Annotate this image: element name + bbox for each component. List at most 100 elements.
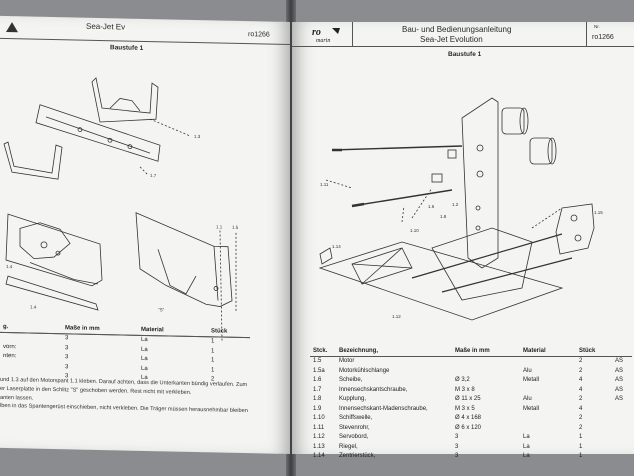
boat-logo-icon (6, 22, 18, 33)
table-cell (520, 385, 576, 395)
table-cell: 3 (455, 453, 459, 460)
svg-text:marin: marin (316, 38, 330, 44)
table-cell (612, 442, 632, 452)
table-cell (520, 356, 576, 366)
table-cell: Metall (523, 377, 540, 384)
table-cell: Ø 3,2 (455, 377, 470, 384)
table-cell: 1 (579, 434, 583, 441)
right-assembly-drawing: 1.11 1.6 1.10 1.2 1.8 1.15 1.14 1.12 (318, 97, 603, 321)
table-cell: Motorkühlschlange (339, 367, 390, 374)
left-label-1: 1.3 (194, 134, 201, 139)
table-cell: Kupplung, (339, 396, 367, 403)
table-cell (612, 404, 632, 414)
table-cell: 4 (579, 405, 583, 412)
right-parts-table: Stck. Bezeichnung, Maße in mm Material S… (310, 346, 632, 461)
left-page: Sea-Jet Ev ro1266 Baustufe 1 (0, 15, 290, 455)
ro-marin-logo-icon: ro marin (312, 27, 340, 44)
right-label-4: 1.2 (452, 202, 459, 207)
left-label-6: 1.4 (30, 305, 37, 310)
table-cell: Stevenrohr, (339, 424, 370, 431)
svg-text:ro: ro (312, 27, 321, 38)
table-cell: AS (615, 377, 624, 384)
table-cell: AS (615, 396, 624, 403)
left-label-4: 1.5 (232, 225, 239, 230)
table-cell: La (523, 443, 530, 450)
table-cell: AS (615, 367, 624, 374)
table-cell: 2 (579, 415, 583, 422)
table-cell: 1 (579, 443, 583, 450)
right-label-7: 1.14 (332, 244, 341, 249)
table-cell: 1.13 (313, 443, 325, 450)
right-col-header: Bezeichnung, (336, 346, 452, 357)
right-label-1: 1.11 (320, 182, 329, 187)
table-cell: AS (615, 386, 624, 393)
table-cell (452, 366, 520, 376)
right-col-header: Maße in mm (452, 346, 520, 357)
table-cell: Innensechskantschraube, (339, 386, 408, 393)
left-label-7: "S" (158, 307, 165, 312)
table-cell: AS (615, 358, 624, 365)
table-cell (520, 414, 576, 424)
right-label-6: 1.15 (594, 210, 603, 215)
right-header-title-line1: Bau- und Bedienungsanleitung (402, 25, 512, 34)
table-cell: Scheibe, (339, 377, 363, 384)
table-cell: M 3 x 8 (455, 386, 475, 393)
left-logo-mark (4, 20, 20, 34)
table-cell: 2 (579, 358, 583, 365)
table-cell: 1.12 (313, 434, 325, 441)
left-assembly-drawing: 1.3 1.7 1.1 1.5 1.4 1.4 "S" (3, 77, 239, 341)
right-header-title-line2: Sea-Jet Evolution (420, 35, 483, 44)
table-cell: 1.14 (313, 453, 325, 460)
right-header-nr: ro1266 (592, 34, 614, 41)
table-cell: M 3 x 5 (455, 405, 475, 412)
table-cell: Ø 4 x 168 (455, 415, 482, 422)
right-logo: ro marin (310, 24, 346, 44)
table-cell: 1.9 (313, 405, 322, 412)
table-cell: 1.6 (313, 377, 322, 384)
right-label-5: 1.8 (440, 214, 447, 219)
left-instructions: und 1.3 auf den Motorspant 1.1 kleben. D… (0, 376, 290, 417)
right-table-header-row: Stck. Bezeichnung, Maße in mm Material S… (310, 346, 632, 357)
right-header: ro marin Bau- und Bedienungsanleitung Se… (292, 22, 634, 47)
table-cell: Alu (523, 367, 532, 374)
right-label-2: 1.6 (428, 204, 435, 209)
table-cell: Schiffswelle, (339, 415, 373, 422)
table-cell: 1.5a (313, 367, 325, 374)
table-row: 1.13 Riegel, 3 La 1 (310, 442, 632, 452)
table-cell: Servobord, (339, 434, 369, 441)
table-cell: 1 (579, 453, 583, 460)
table-cell: 1.5 (313, 358, 322, 365)
table-cell: Riegel, (339, 443, 358, 450)
table-cell (612, 414, 632, 424)
table-cell: 3 (455, 434, 459, 441)
left-header-nr: ro1266 (248, 31, 270, 39)
left-label-5: 1.4 (6, 264, 13, 269)
table-cell: Innensechskant-Madenschraube, (339, 405, 428, 412)
table-cell (612, 423, 632, 433)
table-cell: 1.11 (313, 424, 325, 431)
table-cell: 3 (455, 443, 459, 450)
table-cell (612, 433, 632, 443)
left-header-title: Sea-Jet Ev (86, 21, 126, 32)
left-header: Sea-Jet Ev ro1266 (0, 15, 290, 46)
right-page: ro marin Bau- und Bedienungsanleitung Se… (292, 22, 634, 459)
table-cell (452, 356, 520, 366)
table-cell: Ø 11 x 25 (455, 396, 481, 403)
left-label-3: 1.1 (216, 224, 223, 229)
table-cell: 1.10 (313, 415, 325, 422)
table-cell: 2 (579, 367, 583, 374)
table-cell (520, 423, 576, 433)
right-label-3: 1.10 (410, 228, 419, 233)
table-cell: 2 (579, 396, 583, 403)
right-step-title: Baustufe 1 (448, 51, 482, 58)
table-cell: 1.7 (313, 386, 322, 393)
table-cell: Motor (339, 358, 355, 365)
table-cell (612, 452, 632, 462)
right-col-header: Stück (576, 346, 612, 357)
